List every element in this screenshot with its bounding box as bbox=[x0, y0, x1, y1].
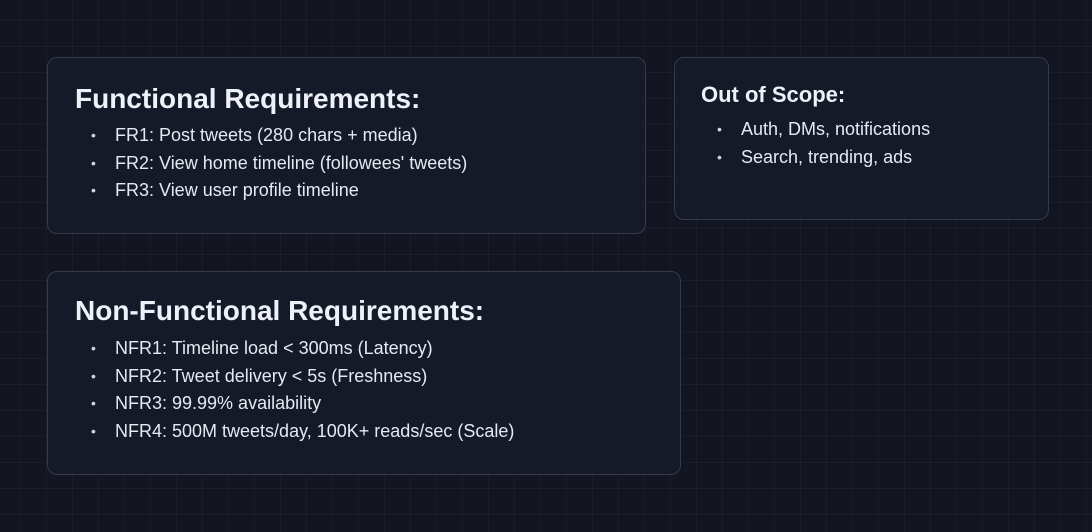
functional-requirements-list: FR1: Post tweets (280 chars + media) FR2… bbox=[91, 122, 467, 205]
out-of-scope-card: Out of Scope: Auth, DMs, notifications S… bbox=[674, 57, 1049, 220]
functional-requirements-card: Functional Requirements: FR1: Post tweet… bbox=[47, 57, 646, 234]
list-item: Search, trending, ads bbox=[717, 144, 930, 172]
list-item: FR2: View home timeline (followees' twee… bbox=[91, 150, 467, 178]
list-item: NFR4: 500M tweets/day, 100K+ reads/sec (… bbox=[91, 418, 514, 446]
functional-requirements-title: Functional Requirements: bbox=[75, 83, 421, 114]
non-functional-requirements-list: NFR1: Timeline load < 300ms (Latency) NF… bbox=[91, 335, 514, 446]
non-functional-requirements-title: Non-Functional Requirements: bbox=[75, 295, 485, 326]
out-of-scope-title: Out of Scope: bbox=[701, 82, 846, 107]
non-functional-requirements-card: Non-Functional Requirements: NFR1: Timel… bbox=[47, 271, 681, 475]
list-item: FR3: View user profile timeline bbox=[91, 177, 467, 205]
list-item: Auth, DMs, notifications bbox=[717, 116, 930, 144]
list-item: NFR1: Timeline load < 300ms (Latency) bbox=[91, 335, 514, 363]
list-item: NFR3: 99.99% availability bbox=[91, 390, 514, 418]
list-item: NFR2: Tweet delivery < 5s (Freshness) bbox=[91, 363, 514, 391]
list-item: FR1: Post tweets (280 chars + media) bbox=[91, 122, 467, 150]
out-of-scope-list: Auth, DMs, notifications Search, trendin… bbox=[717, 116, 930, 172]
